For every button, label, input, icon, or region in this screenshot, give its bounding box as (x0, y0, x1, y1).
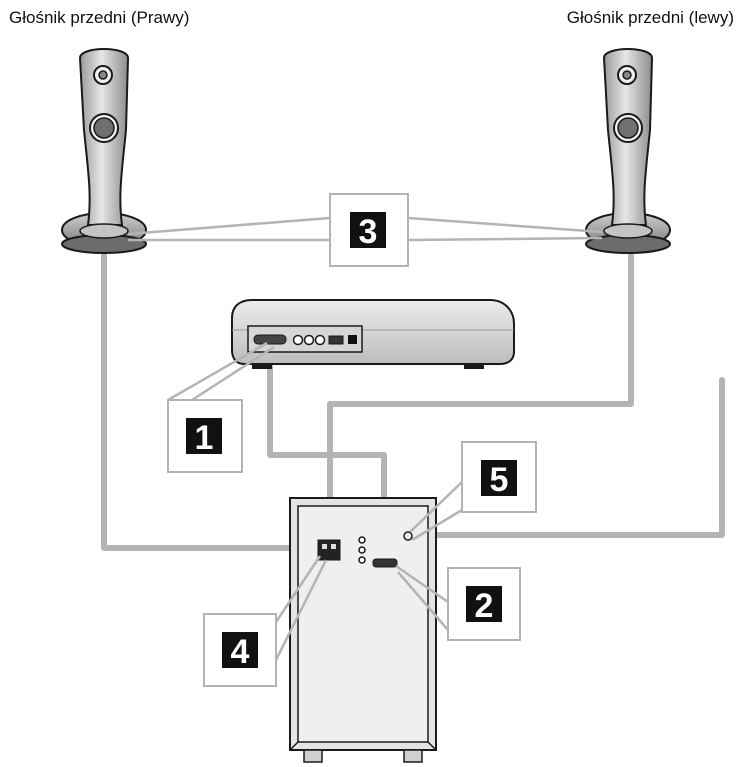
front-right-speaker (61, 48, 147, 254)
hdmi-port (328, 335, 344, 345)
callout-2: 2 (395, 564, 521, 641)
jack-port (358, 536, 366, 544)
callout-5: 5 (409, 441, 537, 542)
callout-4-number: 4 (231, 633, 250, 671)
callout-1-number: 1 (195, 419, 214, 457)
front-left-speaker-label: Głośnik przedni (lewy) (566, 8, 734, 27)
jack-port (358, 556, 366, 564)
right-speaker-cable (101, 249, 321, 551)
fm-antenna-wire (407, 377, 725, 538)
callout-5-number: 5 (490, 461, 509, 499)
callout-2-number: 2 (475, 587, 494, 625)
system-connector-port (253, 334, 287, 345)
audio-jack-port (314, 334, 326, 346)
subwoofer (289, 497, 437, 763)
antenna-jack (403, 531, 413, 541)
speaker-terminal-block (317, 539, 341, 561)
callout-1: 1 (167, 341, 275, 473)
front-right-speaker-label: Głośnik przedni (Prawy) (9, 8, 190, 27)
system-connector-port (372, 558, 398, 568)
audio-jack-port (292, 334, 304, 346)
front-left-speaker (585, 48, 671, 254)
audio-jack-port (303, 334, 315, 346)
jack-port (358, 546, 366, 554)
callout-3: 3 (127, 193, 603, 267)
optical-port (348, 335, 357, 344)
callout-4: 4 (203, 555, 328, 687)
callout-3-number: 3 (359, 213, 378, 251)
main-unit (231, 299, 515, 369)
left-speaker-cable (327, 253, 634, 548)
